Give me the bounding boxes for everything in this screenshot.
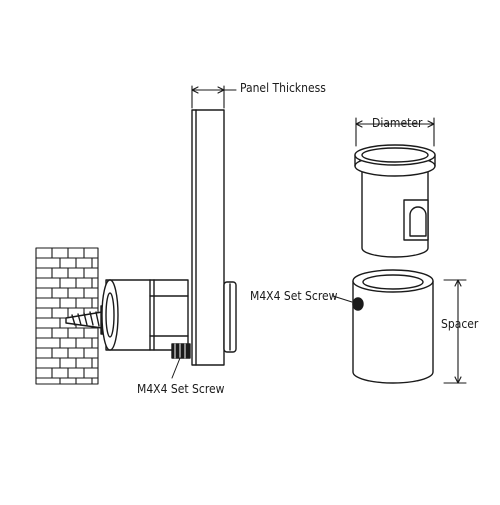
wall-anchor-screw bbox=[65, 305, 108, 335]
cap-head bbox=[223, 281, 237, 353]
leader-lines bbox=[171, 295, 353, 379]
cap-part bbox=[354, 144, 436, 258]
set-screw-bottom bbox=[171, 343, 191, 359]
glass-panel bbox=[191, 109, 225, 366]
spacer-dimension bbox=[443, 279, 467, 384]
diameter-label: Diameter bbox=[372, 116, 423, 130]
diameter-dimension bbox=[355, 117, 435, 147]
wall-standoff-barrel bbox=[101, 279, 189, 351]
set-screw-top bbox=[352, 297, 364, 311]
spacer-label: Spacer bbox=[441, 317, 479, 331]
set-screw-label-top: M4X4 Set Screw bbox=[250, 289, 338, 303]
panel-thickness-label: Panel Thickness bbox=[240, 81, 326, 95]
panel-thickness-dimension bbox=[191, 85, 237, 109]
set-screw-label-bottom: M4X4 Set Screw bbox=[137, 382, 225, 396]
spacer-part bbox=[352, 269, 434, 384]
